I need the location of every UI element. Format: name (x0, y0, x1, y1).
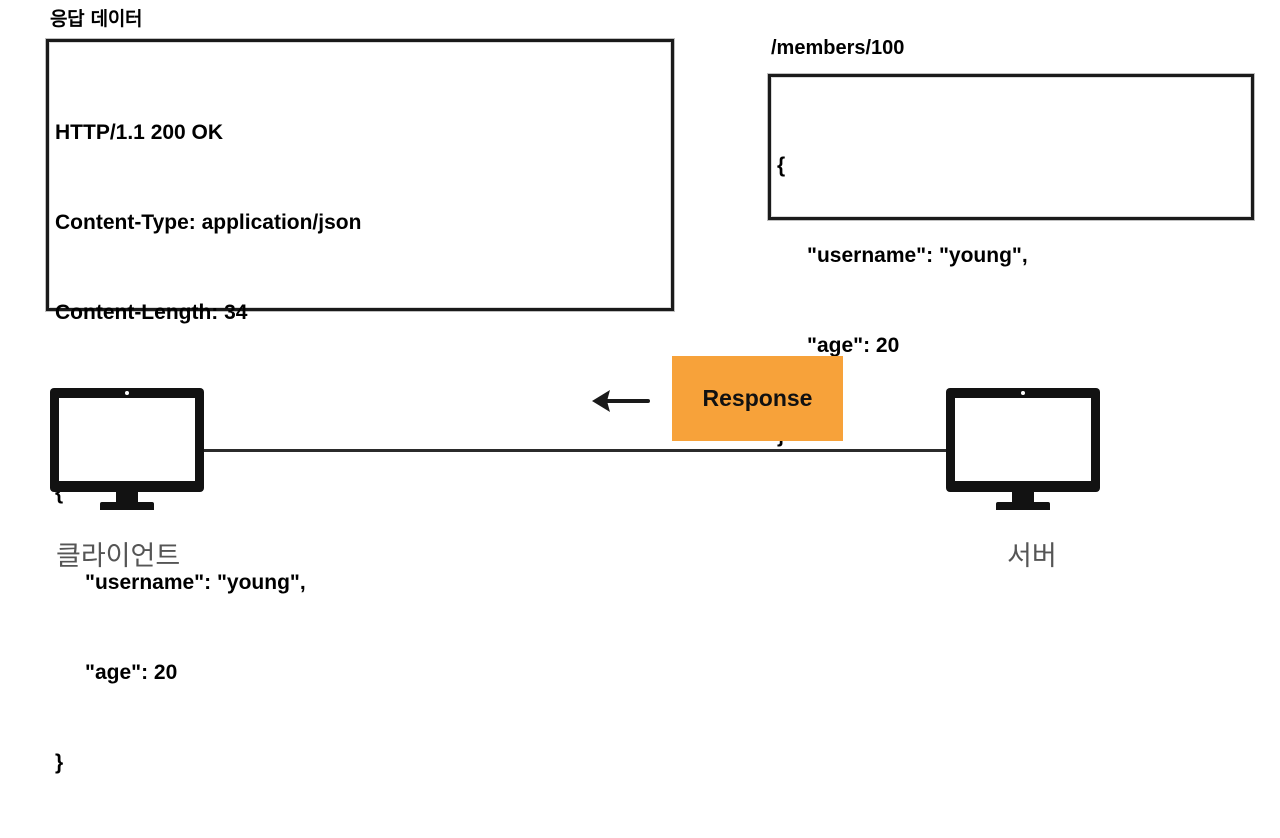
body-field-age: "age": 20 (85, 661, 178, 684)
body-open-brace: { (55, 481, 64, 504)
response-label: Response (702, 385, 813, 411)
body-field-username: "username": "young", (85, 571, 306, 594)
resource-path: /members/100 (771, 37, 905, 59)
header-content-length: Content-Length: 34 (55, 301, 248, 324)
server-label: 서버 (1007, 541, 1057, 572)
response-badge: Response (672, 356, 843, 441)
left-arrow-icon (592, 390, 650, 412)
resource-field-age: "age": 20 (807, 334, 900, 357)
connection-line (204, 449, 948, 452)
resource-open-brace: { (777, 154, 786, 177)
body-close-brace: } (55, 751, 64, 774)
server-monitor-icon (946, 388, 1100, 514)
client-label: 클라이언트 (56, 541, 181, 572)
response-message-box: HTTP/1.1 200 OK Content-Type: applicatio… (46, 39, 674, 774)
client-monitor-icon (50, 388, 204, 514)
header-content-type: Content-Type: application/json (55, 211, 362, 234)
response-message-text: HTTP/1.1 200 OK Content-Type: applicatio… (55, 58, 361, 838)
status-line: HTTP/1.1 200 OK (55, 121, 224, 144)
resource-field-username: "username": "young", (807, 244, 1028, 267)
section-title: 응답 데이터 (50, 8, 143, 30)
resource-box: { "username": "young", "age": 20 } (768, 74, 1254, 447)
